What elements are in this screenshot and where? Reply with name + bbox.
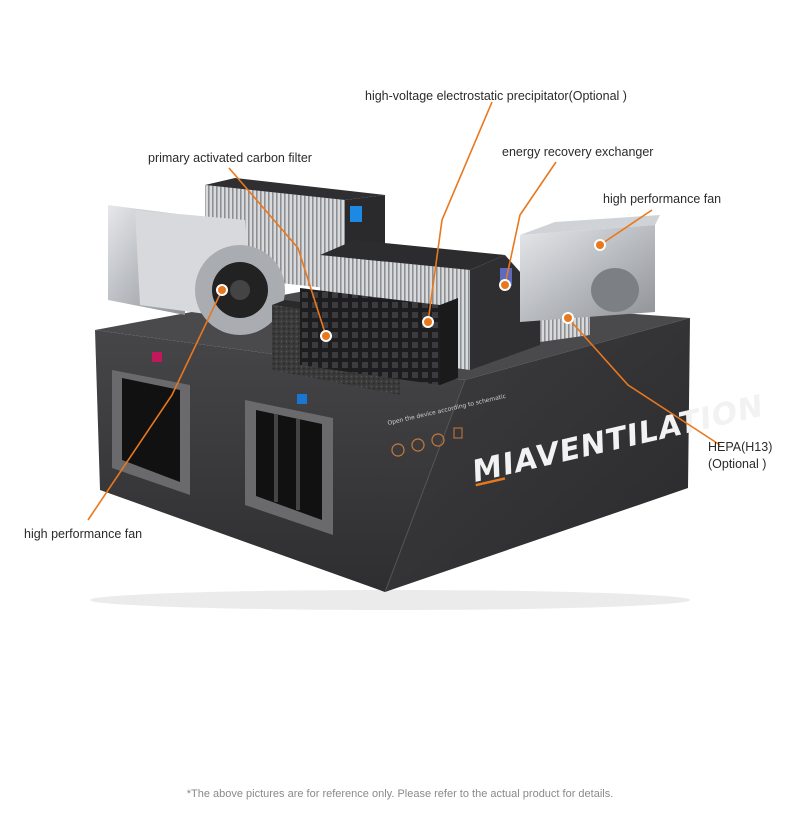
leader-carbon xyxy=(228,167,327,337)
leader-fan-left xyxy=(87,289,223,521)
label-hepa-line1: HEPA(H13) xyxy=(708,440,773,454)
label-energy-recovery: energy recovery exchanger xyxy=(502,145,654,159)
leader-hvesp xyxy=(427,101,493,323)
label-fan-left: high performance fan xyxy=(24,527,143,541)
panel-icons xyxy=(391,433,445,457)
leader-erv xyxy=(504,161,557,286)
marker-hvesp xyxy=(422,316,434,328)
label-fan-right: high performance fan xyxy=(603,192,722,206)
label-carbon-filter: primary activated carbon filter xyxy=(148,151,312,165)
callout-leaders xyxy=(87,101,721,521)
label-hvesp: high-voltage electrostatic precipitator(… xyxy=(365,89,627,103)
marker-fan-right xyxy=(594,239,606,251)
fan-housing-right xyxy=(520,215,660,322)
marker-carbon xyxy=(320,330,332,342)
disclaimer-footnote: *The above pictures are for reference on… xyxy=(186,788,614,800)
callout-markers xyxy=(216,239,606,342)
cabinet-right-face xyxy=(385,318,690,592)
duct-opening-center xyxy=(245,394,333,535)
label-hepa: HEPA(H13) (Optional ) xyxy=(708,439,772,473)
leader-fan-right xyxy=(599,209,653,246)
leader-hepa xyxy=(567,317,721,446)
marker-erv xyxy=(499,279,511,291)
electrostatic-precipitator xyxy=(300,288,458,385)
marker-fan-left xyxy=(216,284,228,296)
label-hepa-line2: (Optional ) xyxy=(708,456,767,471)
marker-hepa xyxy=(562,312,574,324)
